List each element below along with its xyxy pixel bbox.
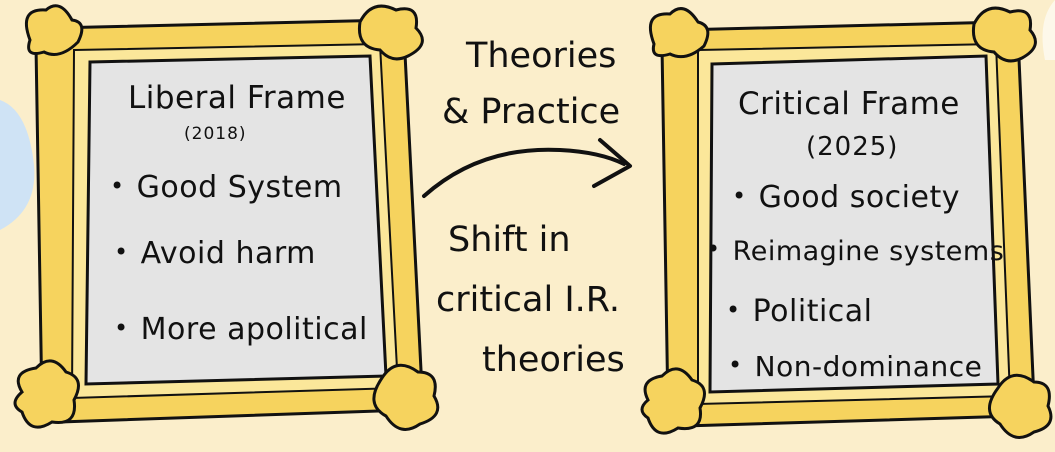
right-bullet-4: Non-dominance xyxy=(728,350,982,383)
background-blob-left xyxy=(0,100,35,230)
right-frame: Critical Frame (2025) Good society Reima… xyxy=(640,0,1055,452)
background-blob-right xyxy=(1042,0,1055,60)
shift-label-line-3: theories xyxy=(482,340,625,380)
left-bullet-2: Avoid harm xyxy=(114,236,316,271)
arrow-icon xyxy=(422,138,632,198)
right-frame-title: Critical Frame xyxy=(738,86,960,122)
left-frame: Liberal Frame (2018) Good System Avoid h… xyxy=(0,0,450,452)
left-bullet-1: Good System xyxy=(110,170,343,205)
left-frame-year: (2018) xyxy=(184,124,247,144)
arrow-label-line-2: & Practice xyxy=(442,92,621,132)
right-bullet-2: Reimagine systems xyxy=(706,236,1004,267)
right-frame-year: (2025) xyxy=(806,132,899,162)
shift-label-line-1: Shift in xyxy=(448,220,571,260)
right-bullet-3: Political xyxy=(726,294,873,329)
left-frame-title: Liberal Frame xyxy=(128,80,346,116)
right-bullet-1: Good society xyxy=(732,180,960,215)
left-bullet-3: More apolitical xyxy=(114,312,368,347)
shift-label-line-2: critical I.R. xyxy=(436,280,620,320)
arrow-label-line-1: Theories xyxy=(466,36,617,76)
